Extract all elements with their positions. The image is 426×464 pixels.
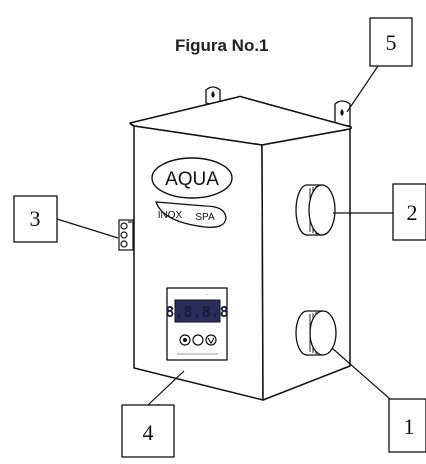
aqua-logo: AQUA INOX SPA (151, 157, 233, 228)
svg-text:3: 3 (30, 206, 41, 231)
pipe-fitting-upper (295, 184, 336, 236)
figure-title: Figura No.1 (175, 36, 269, 55)
logo-sub-left: INOX (158, 210, 183, 221)
logo-main-text: AQUA (165, 169, 219, 190)
digital-display (174, 299, 221, 323)
callout-1: 1 (388, 398, 426, 453)
mounting-bracket-right (334, 100, 351, 127)
callout-5: 5 (369, 17, 413, 67)
display-readout: 8.8.8.8 (165, 303, 228, 321)
svg-text:2: 2 (407, 200, 418, 225)
callout-3: 3 (13, 195, 58, 243)
control-panel: ~ 8.8.8.8 (165, 287, 229, 361)
panel-button-right[interactable] (205, 334, 217, 346)
pipe-fitting-lower (295, 310, 337, 356)
callout-4: 4 (121, 404, 175, 458)
callout-2: 2 (392, 183, 426, 241)
terminal-block (118, 219, 134, 251)
svg-text:5: 5 (386, 30, 397, 55)
svg-text:4: 4 (143, 420, 154, 445)
logo-sub-right: SPA (195, 212, 215, 223)
svg-text:1: 1 (404, 414, 415, 439)
panel-button-middle[interactable] (192, 334, 204, 346)
leader-lines (56, 65, 393, 406)
svg-text:~: ~ (206, 292, 209, 297)
mounting-bracket-left (205, 86, 221, 107)
